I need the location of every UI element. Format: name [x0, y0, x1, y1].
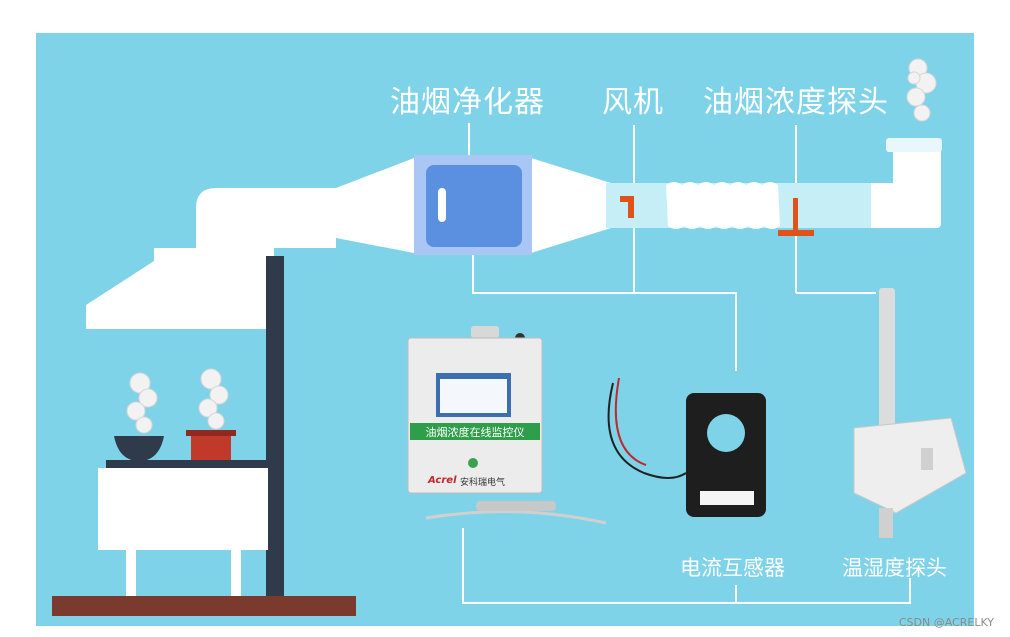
- smoke-plume: [906, 58, 937, 122]
- steam-right: [198, 368, 229, 430]
- monitor-banner: 油烟浓度在线监控仪: [425, 426, 525, 439]
- monitor-brand-cn: 安科瑞电气: [460, 478, 506, 488]
- label-purifier: 油烟净化器: [390, 85, 545, 120]
- label-fan: 风机: [602, 85, 664, 120]
- th-probe: [853, 288, 967, 538]
- fan-marker: [620, 196, 634, 218]
- system-diagram: [52, 58, 967, 616]
- current-transformer: [607, 377, 766, 517]
- bellows: [666, 182, 780, 229]
- monitor-device: [407, 326, 607, 525]
- exhaust-duct: [196, 138, 942, 273]
- label-th-probe: 温湿度探头: [842, 556, 947, 580]
- wall-pillar: [266, 256, 284, 596]
- watermark: CSDN @ACRELKY: [898, 616, 994, 629]
- stove: [98, 430, 268, 600]
- label-current-transformer: 电流互感器: [680, 556, 785, 580]
- steam-left: [126, 372, 158, 434]
- diagram-panel: 油烟净化器 风机 油烟浓度探头 电流互感器 温湿度探头 油烟浓度在线监控仪 Ac…: [36, 33, 974, 626]
- label-smoke-probe: 油烟浓度探头: [703, 85, 889, 120]
- purifier: [414, 155, 532, 255]
- range-hood: [86, 248, 274, 329]
- floor: [52, 596, 356, 616]
- smoke-probe-marker: [778, 198, 814, 236]
- monitor-brand: Acrel: [428, 475, 457, 486]
